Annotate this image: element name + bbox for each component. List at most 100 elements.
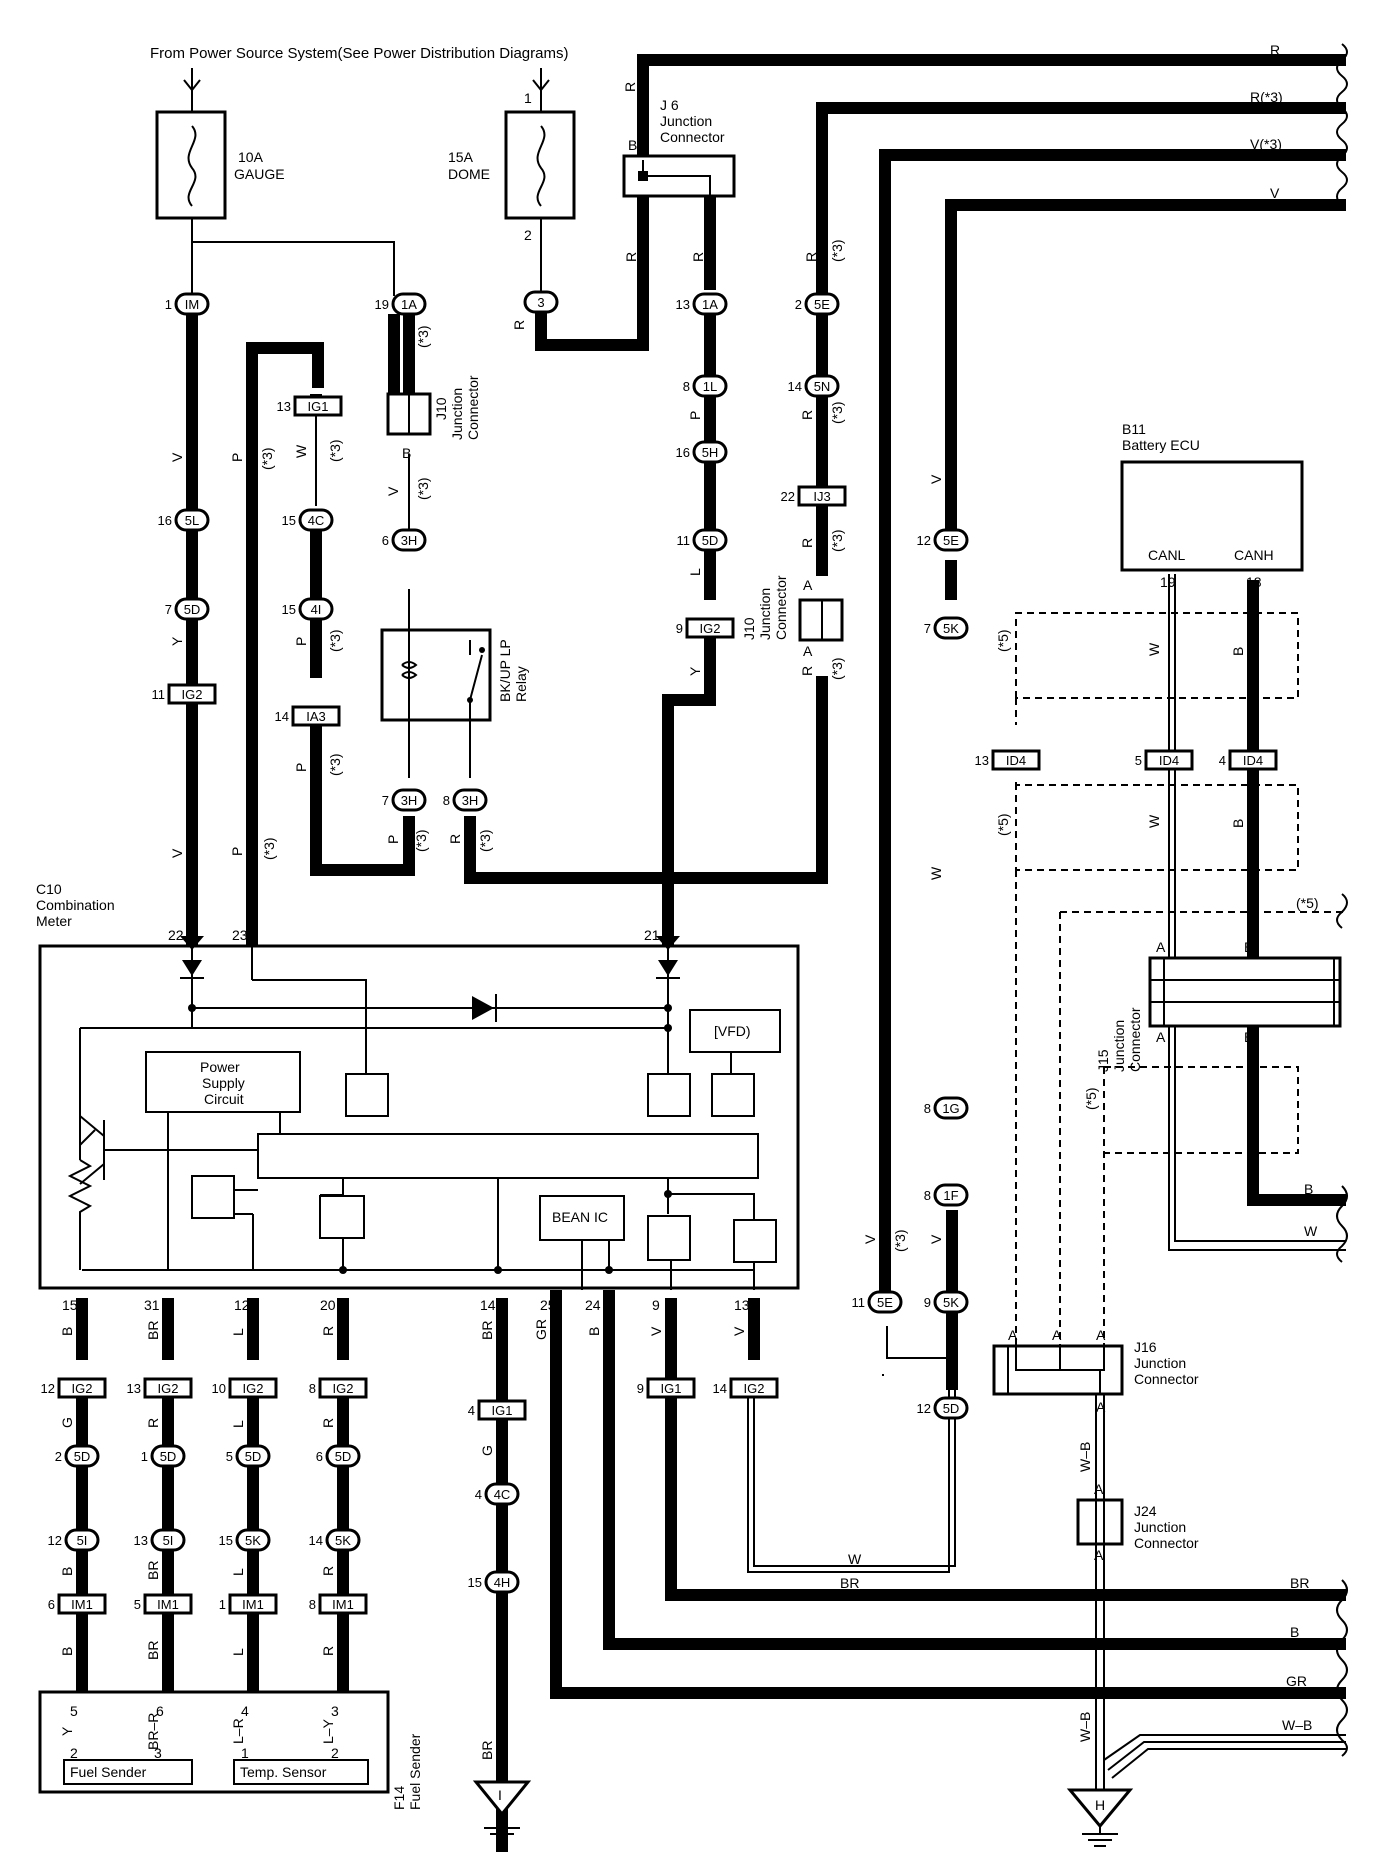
label-w14br: BR <box>479 1321 495 1340</box>
connector-pin: 9 <box>924 1295 931 1310</box>
label-w-5k: W <box>928 866 944 880</box>
label-r-j6r: R <box>690 252 706 262</box>
label-r-ij3: R <box>799 538 815 548</box>
connector-label: 5D <box>74 1449 91 1464</box>
connector-label: IG1 <box>661 1381 682 1396</box>
header-text: From Power Source System(See Power Distr… <box>150 45 568 62</box>
label-s3-5e: (*3) <box>829 239 845 262</box>
connector-5d-2: 5D2 <box>55 1444 100 1468</box>
c10-name-2: Meter <box>36 913 72 929</box>
connector-pin: 4 <box>475 1487 482 1502</box>
fuse-dome-pin2: 2 <box>524 227 532 243</box>
label-b-im1: B <box>59 1647 75 1656</box>
label-l-im1: L <box>230 1648 246 1656</box>
power-supply-3: Circuit <box>204 1091 244 1107</box>
label-p-4i: P <box>293 637 309 646</box>
connector-pin: 22 <box>781 489 795 504</box>
label-j16-a2: A <box>1052 1327 1062 1343</box>
j24-label-1: J24 <box>1134 1503 1157 1519</box>
label-j15-b2: B <box>1244 1029 1253 1045</box>
c10-name-1: Combination <box>36 897 115 913</box>
j15-label-1: J15 <box>1095 1049 1111 1072</box>
j16-junction: J16 Junction Connector <box>992 1339 1199 1396</box>
label-s5-1: (*5) <box>995 629 1011 652</box>
bottom-wire-b: B <box>1290 1624 1299 1640</box>
connector-label: IG2 <box>243 1381 264 1396</box>
j6-label-3: Connector <box>660 129 725 145</box>
label-v-1a: V <box>385 334 401 344</box>
connector-pin: 8 <box>683 379 690 394</box>
fuse-gauge: 10A GAUGE <box>155 110 285 220</box>
label-w-id4: W <box>1146 814 1162 828</box>
connector-pin: 15 <box>468 1575 482 1590</box>
j6-label-1: J 6 <box>660 97 679 113</box>
label-j16-a1: A <box>1008 1327 1018 1343</box>
connector-5d-7: 5D7 <box>165 597 210 621</box>
label-g-4c: G <box>479 1445 495 1456</box>
power-supply-1: Power <box>200 1059 240 1075</box>
label-s3-1a: (*3) <box>415 325 431 348</box>
label-j16-a4: A <box>1096 1399 1106 1415</box>
connector-pin: 7 <box>382 793 389 808</box>
label-j6-b2: B <box>704 211 713 227</box>
connector-label: IM1 <box>71 1597 93 1612</box>
label-v-c22: V <box>169 848 185 858</box>
label-w9v: V <box>648 1326 664 1336</box>
label-c-22: 22 <box>168 927 184 943</box>
connector-label: 3H <box>401 533 418 548</box>
j15-label-3: Connector <box>1127 1007 1143 1072</box>
connector-label: IM1 <box>157 1597 179 1612</box>
connector-label: 5I <box>163 1533 174 1548</box>
label-c-31: 31 <box>144 1297 160 1313</box>
label-s3-j10b: (*3) <box>829 657 845 680</box>
connector-pin: 4 <box>1219 753 1226 768</box>
label-p-3h7: P <box>385 835 401 844</box>
connector-label: 1A <box>401 297 417 312</box>
connector-pin: 13 <box>127 1381 141 1396</box>
label-r-5e-col: R <box>803 252 819 262</box>
label-v-3h: V <box>385 486 401 496</box>
connector-pin: 1 <box>165 297 172 312</box>
vfd-label: [VFD) <box>714 1023 751 1039</box>
label-c-21: 21 <box>644 927 660 943</box>
fuse-dome: 1 2 15A DOME <box>448 90 576 243</box>
label-w-canl: W <box>1146 642 1162 656</box>
connector-pin: 5 <box>226 1449 233 1464</box>
label-w20r: R <box>320 1326 336 1336</box>
j10a-label-2: Junction <box>449 388 465 440</box>
j16-label-3: Connector <box>1134 1371 1199 1387</box>
connector-pin: 12 <box>48 1533 62 1548</box>
label-r-j6l: R <box>623 252 639 262</box>
connector-5k-7: 5K7 <box>924 616 969 640</box>
f14-label: F14 <box>391 1786 407 1810</box>
relay-label-2: Relay <box>513 666 529 702</box>
label-f-3b: 3 <box>154 1745 162 1761</box>
j16-label-2: Junction <box>1134 1355 1186 1371</box>
connector-pin: 5 <box>1135 753 1142 768</box>
j24-label-3: Connector <box>1134 1535 1199 1551</box>
connector-label: 5E <box>877 1295 893 1310</box>
connector-pin: 9 <box>676 621 683 636</box>
label-br-gnd: BR <box>479 1741 495 1760</box>
connector-pin: 13 <box>277 399 291 414</box>
label-l-5d5: L <box>230 1420 246 1428</box>
label-s3-ij3: (*3) <box>829 529 845 552</box>
label-s3-3h7: (*3) <box>413 829 429 852</box>
connector-pin: 9 <box>637 1381 644 1396</box>
label-c-15: 15 <box>62 1297 78 1313</box>
label-v-5e: V <box>928 474 944 484</box>
connector-label: IG2 <box>182 687 203 702</box>
